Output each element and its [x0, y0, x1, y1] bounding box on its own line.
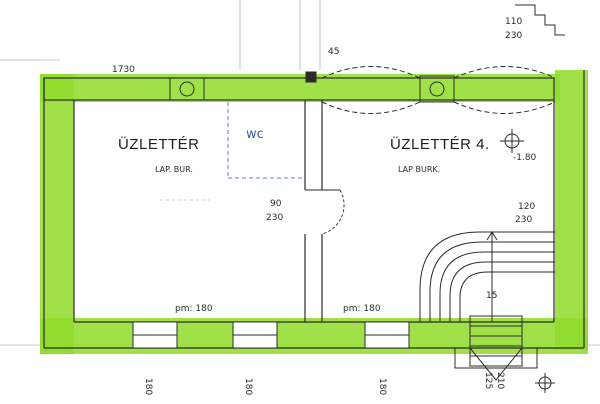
dim-side-b: 230: [515, 215, 532, 225]
dim-door-b: 230: [266, 213, 283, 223]
window-size-1a: 180: [143, 378, 153, 395]
room-floor-right: LAP BURK.: [398, 165, 440, 174]
room-name-left: ÜZLETTÉR: [118, 135, 200, 153]
window-sill-3: pm: 180: [343, 304, 381, 314]
dim-door-a: 90: [270, 199, 282, 209]
window-size-2a: 180: [243, 378, 253, 395]
dim-top-wall: 1730: [112, 65, 135, 75]
entrance-dim-b: 210: [495, 372, 505, 389]
dim-top-right-b: 230: [505, 31, 522, 41]
level-label: -1.80: [513, 153, 537, 163]
arch-dashes: [321, 66, 556, 114]
wall-outlines: [43, 70, 585, 349]
window-size-3a: 180: [377, 378, 387, 395]
stair-curves: [419, 231, 555, 322]
construction-lines: [0, 0, 600, 346]
dim-top-right-a: 110: [505, 17, 522, 27]
wc-partition: [227, 102, 305, 179]
dim-opening: 45: [328, 47, 339, 57]
windows: [132, 321, 410, 349]
window-sill-1: pm: 180: [175, 304, 213, 314]
vent-symbols: [169, 71, 455, 103]
entrance-steps: [454, 315, 538, 381]
room-floor-left: LAP. BUR.: [155, 165, 193, 174]
level-marker-icon: [500, 129, 555, 393]
entrance-dim-a: 125: [483, 372, 493, 389]
room-name-right: ÜZLETTÉR 4.: [390, 135, 490, 153]
outer-walls-highlight: [40, 70, 588, 354]
top-stair: [515, 4, 565, 36]
wc-label: wc: [246, 127, 264, 142]
dim-stair: 15: [486, 291, 497, 301]
dim-side-a: 120: [518, 202, 535, 212]
door-swing: [305, 189, 345, 235]
